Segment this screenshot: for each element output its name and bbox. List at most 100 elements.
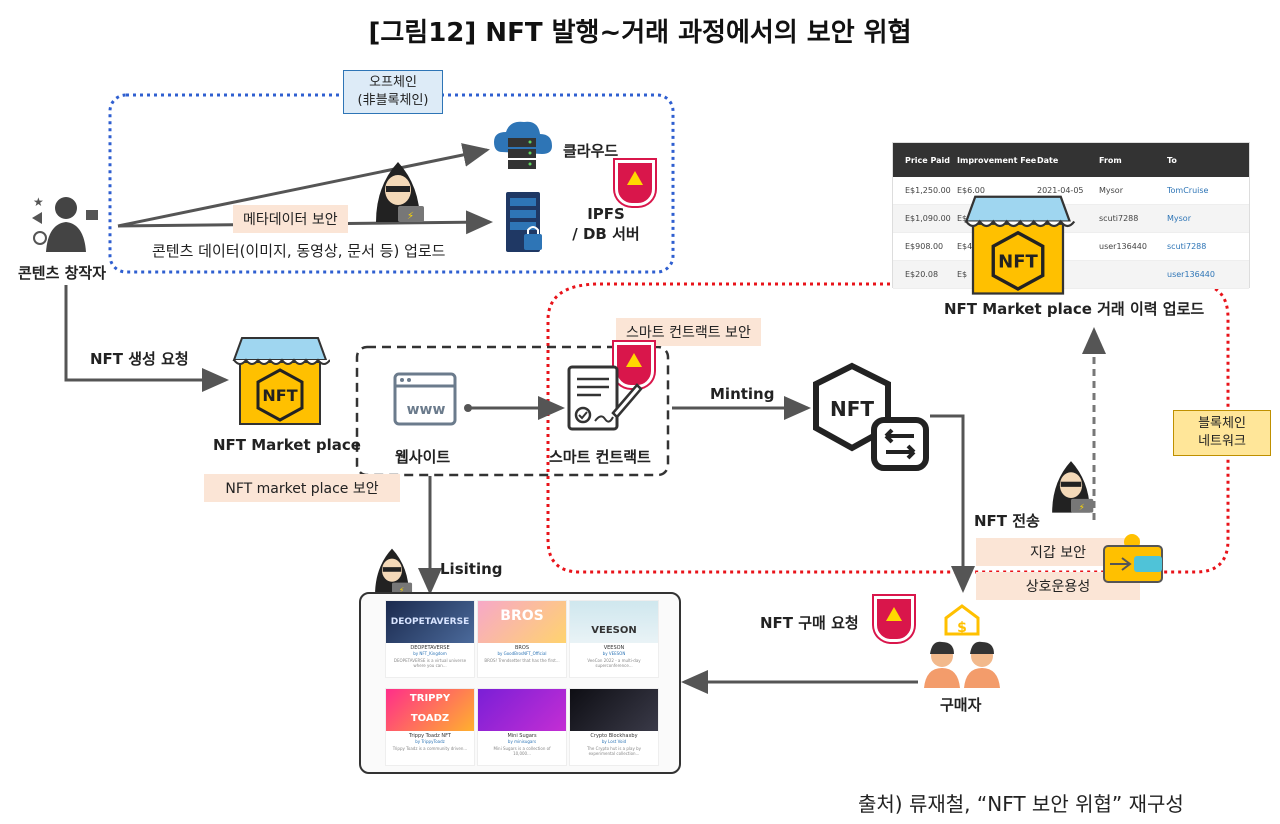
cell: E$ bbox=[957, 214, 968, 223]
blockchain-line2: 네트워크 bbox=[1198, 434, 1246, 449]
collection-card[interactable]: BROS BROS by GoodBrosNFT_Official BROS! … bbox=[477, 600, 567, 678]
nft-request-label: NFT 생성 요청 bbox=[90, 350, 189, 368]
warning-shield-icon bbox=[874, 596, 914, 642]
cell: E$20.08 bbox=[905, 270, 939, 279]
cell: scuti7288 bbox=[1099, 214, 1139, 223]
card-desc: Trippy Toadz is a community driven... bbox=[392, 746, 468, 751]
website-icon bbox=[393, 372, 459, 428]
card-desc: Mini Sugars is a collection of 10,000... bbox=[493, 746, 551, 756]
card-author[interactable]: by NFT_Kingdom bbox=[413, 651, 447, 656]
svg-text:$: $ bbox=[957, 620, 967, 636]
col-date: Date bbox=[1037, 155, 1059, 165]
store-nft-text: NFT bbox=[262, 386, 297, 405]
col-to: To bbox=[1167, 155, 1177, 165]
minting-label: Minting bbox=[710, 385, 775, 403]
nft-store-icon: NFT bbox=[960, 190, 1076, 298]
card-desc: BROS! Trendsetter that has the first... bbox=[484, 658, 560, 663]
card-image-minisugars bbox=[478, 689, 566, 731]
platform-group-box bbox=[355, 345, 670, 477]
nft-token-icon: NFT bbox=[812, 362, 932, 472]
collection-card[interactable]: Crypto Blockhaxby by Lost Void The Crypt… bbox=[569, 688, 659, 766]
listing-label: Lisiting bbox=[440, 560, 503, 578]
card-author[interactable]: by TrippyToadz bbox=[415, 739, 445, 744]
card-name: BROS bbox=[514, 645, 529, 651]
market-place-security-pill: NFT market place 보안 bbox=[204, 474, 400, 502]
card-name: Mini Sugars bbox=[507, 733, 537, 739]
creator-label: 콘텐츠 창작자 bbox=[18, 264, 107, 282]
table-row: E$1,090.00 E$ scuti7288 Mysor bbox=[893, 205, 1249, 233]
cloud-label: 클라우드 bbox=[563, 142, 619, 160]
ipfs-label: IPFS / DB 서버 bbox=[572, 205, 640, 243]
card-author[interactable]: by VEESON bbox=[602, 651, 626, 656]
metadata-security-pill: 메타데이터 보안 bbox=[233, 205, 348, 233]
col-price: Price Paid bbox=[905, 155, 951, 165]
smart-contract-label: 스마트 컨트랙트 bbox=[549, 448, 651, 466]
buyer-label: 구매자 bbox=[940, 696, 982, 714]
cell: E$4 bbox=[957, 242, 973, 251]
svg-text:⚡: ⚡ bbox=[407, 211, 414, 222]
svg-text:⚡: ⚡ bbox=[1079, 503, 1085, 513]
offchain-label: 오프체인 (非블록체인) bbox=[343, 70, 443, 114]
collection-card[interactable]: Mini Sugars by minisugars Mini Sugars is… bbox=[477, 688, 567, 766]
blockchain-line1: 블록체인 bbox=[1198, 416, 1246, 431]
hacker-icon: ⚡ bbox=[1046, 456, 1094, 513]
card-author[interactable]: by Lost Void bbox=[601, 739, 627, 744]
cell: Mysor bbox=[1099, 186, 1123, 195]
col-fee: Improvement Fee bbox=[957, 155, 1037, 165]
table-row: E$1,250.00 E$6.00 2021-04-05 Mysor TomCr… bbox=[893, 177, 1249, 205]
warning-shield-icon bbox=[615, 160, 655, 206]
nft-store-icon: NFT bbox=[230, 332, 331, 428]
cell[interactable]: user136440 bbox=[1167, 270, 1215, 279]
collection-card[interactable]: VEESON VEESON by VEESON VeeCon 2022 - a … bbox=[569, 600, 659, 678]
card-name: VEESON bbox=[603, 645, 625, 651]
blockchain-boundary bbox=[546, 282, 1230, 574]
market-place-label: NFT Market place bbox=[213, 436, 361, 454]
card-image-deopetaverse: DEOPETAVERSE bbox=[386, 601, 474, 643]
table-row: E$20.08 E$ user136440 bbox=[893, 261, 1249, 289]
svg-text:NFT: NFT bbox=[830, 397, 874, 421]
db-server-icon bbox=[502, 190, 546, 256]
cell: E$1,090.00 bbox=[905, 214, 951, 223]
cell: E$6.00 bbox=[957, 186, 985, 195]
offchain-line1: 오프체인 bbox=[369, 75, 417, 90]
card-desc: The Crypto hut is a play by experimental… bbox=[586, 746, 642, 756]
marketplace-screenshot: DEOPETAVERSE DEOPETAVERSE by NFT_Kingdom… bbox=[359, 592, 681, 774]
wallet-icon bbox=[1100, 532, 1166, 584]
collection-card[interactable]: DEOPETAVERSE DEOPETAVERSE by NFT_Kingdom… bbox=[385, 600, 475, 678]
cell: 2021-04-05 bbox=[1037, 186, 1084, 195]
card-author[interactable]: by minisugars bbox=[507, 739, 537, 744]
market-upload-label: NFT Market place 거래 이력 업로드 bbox=[944, 300, 1205, 318]
cell[interactable]: scuti7288 bbox=[1167, 242, 1207, 251]
contract-document-icon bbox=[565, 365, 645, 437]
hacker-icon: ⚡ bbox=[370, 544, 416, 598]
offchain-line2: (非블록체인) bbox=[357, 93, 429, 108]
cell[interactable]: Mysor bbox=[1167, 214, 1191, 223]
blockchain-label: 블록체인 네트워크 bbox=[1173, 410, 1271, 456]
cloud-server-icon bbox=[490, 118, 556, 174]
website-label: 웹사이트 bbox=[395, 448, 451, 466]
cell: user136440 bbox=[1099, 242, 1147, 251]
nft-transfer-label: NFT 전송 bbox=[974, 512, 1040, 530]
svg-text:⚡: ⚡ bbox=[399, 586, 404, 595]
www-text: www bbox=[406, 402, 446, 418]
svg-text:★: ★ bbox=[33, 195, 44, 209]
buy-request-label: NFT 구매 요청 bbox=[760, 614, 859, 632]
card-name: Trippy Toadz NFT bbox=[409, 733, 451, 739]
card-image-veeson: VEESON bbox=[570, 601, 658, 643]
card-name: Crypto Blockhaxby bbox=[590, 733, 638, 739]
card-image-bros: BROS bbox=[478, 601, 566, 643]
card-name: DEOPETAVERSE bbox=[410, 645, 450, 651]
source-caption: 출처) 류재철, “NFT 보안 위협” 재구성 bbox=[858, 792, 1184, 816]
card-author[interactable]: by GoodBrosNFT_Official bbox=[497, 651, 547, 656]
buyers-icon: $ bbox=[918, 604, 1008, 690]
cell: E$1,250.00 bbox=[905, 186, 951, 195]
card-desc: VeeCon 2022 - a multi-day superconferenc… bbox=[587, 658, 641, 668]
cell[interactable]: TomCruise bbox=[1167, 186, 1209, 195]
col-from: From bbox=[1099, 155, 1122, 165]
card-desc: DEOPETAVERSE is a virtual universe where… bbox=[393, 658, 467, 668]
cell: E$908.00 bbox=[905, 242, 944, 251]
trade-history-table: Price Paid Improvement Fee Date From To … bbox=[892, 142, 1250, 289]
svg-text:NFT: NFT bbox=[998, 252, 1038, 273]
